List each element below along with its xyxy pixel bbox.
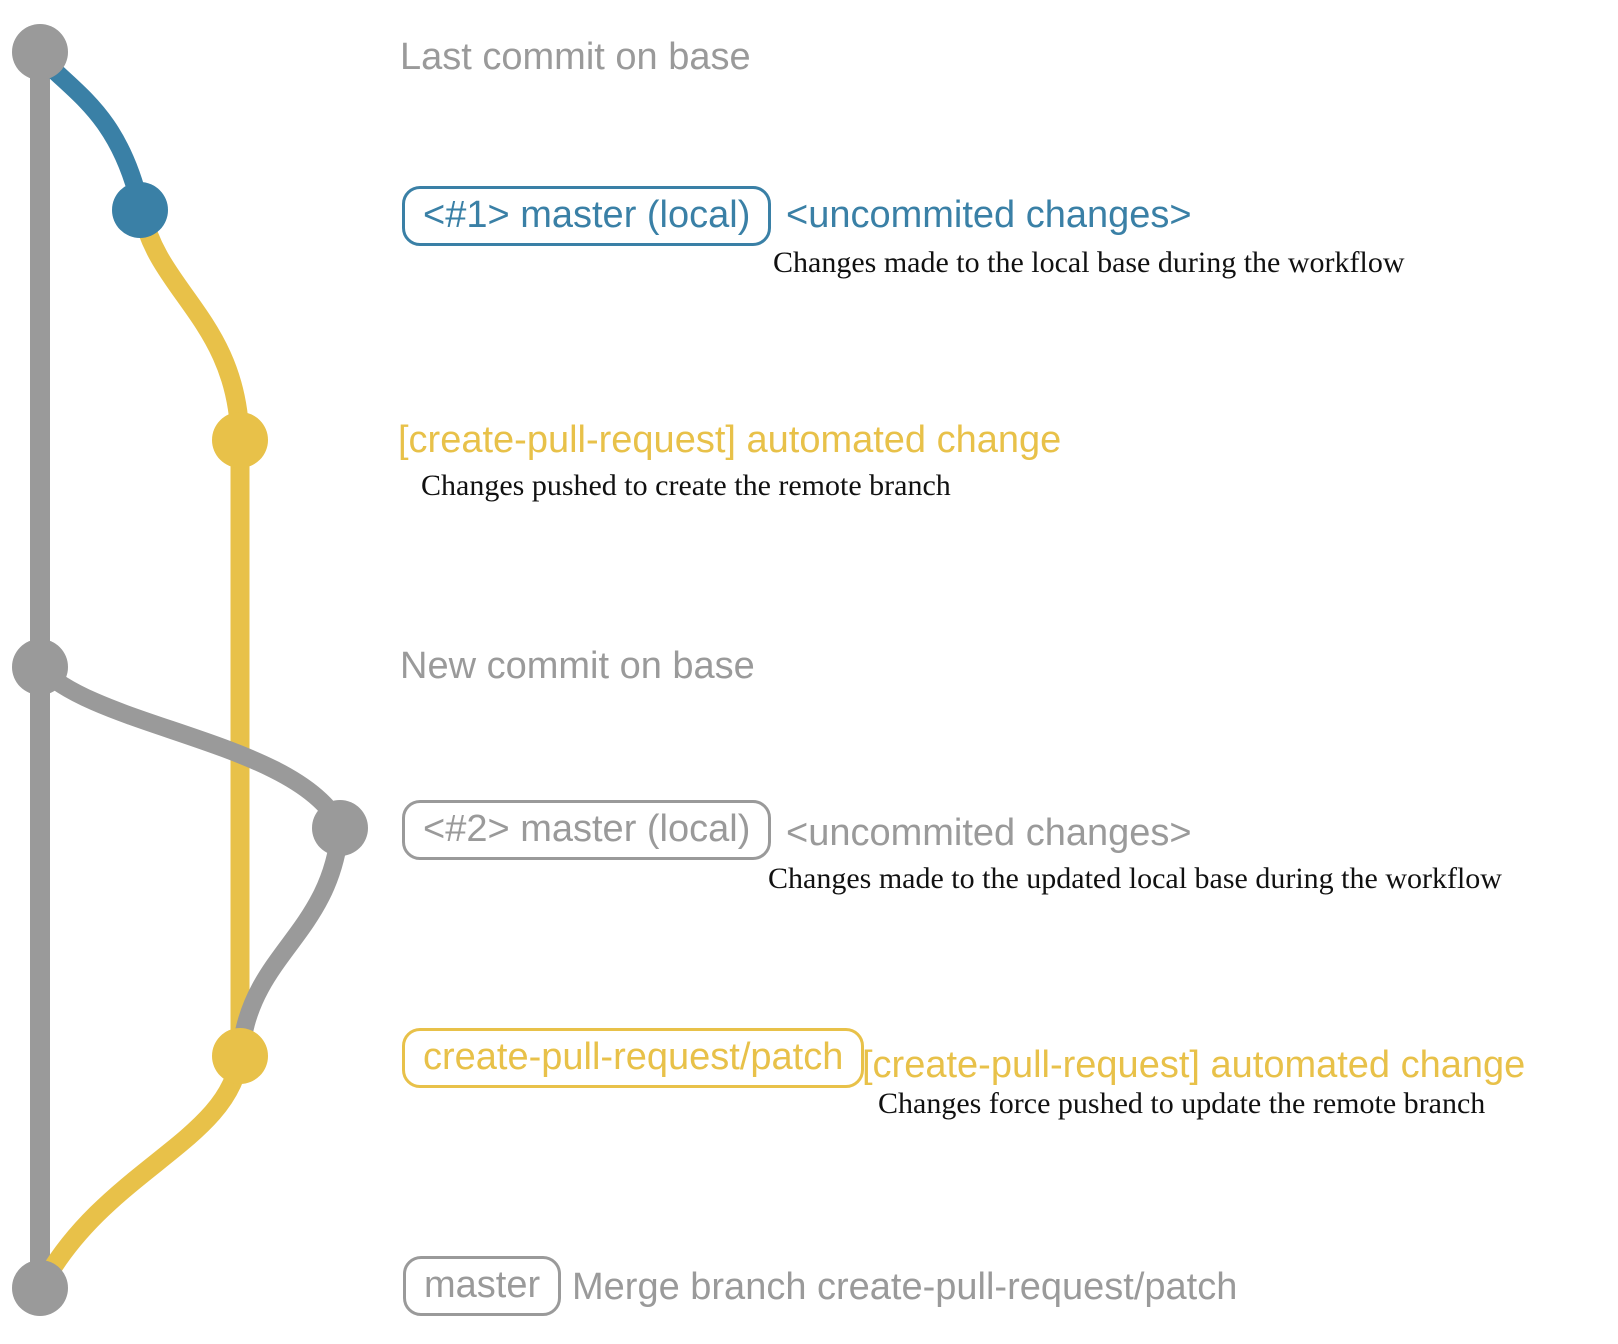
merge-commit-message: Merge branch create-pull-request/patch <box>572 1266 1238 1308</box>
last-commit-label: Last commit on base <box>400 36 751 78</box>
branch-pill-master-local-2: <#2> master (local) <box>402 800 772 860</box>
branch-pill-master: master <box>403 1256 562 1316</box>
description-push-1: Changes pushed to create the remote bran… <box>421 469 951 502</box>
commit-message-automated-change-2: [create-pull-request] automated change <box>862 1044 1526 1086</box>
commit-node-automated-change <box>212 412 268 468</box>
branch-pill-master-local-2-label: <#2> master (local) <box>423 808 751 851</box>
branch-pill-patch: create-pull-request/patch <box>402 1028 865 1088</box>
branch-pill-master-local-1-label: <#1> master (local) <box>423 194 751 237</box>
commit-node-uncommited-2 <box>312 800 368 856</box>
description-uncommited-1: Changes made to the local base during th… <box>773 246 1405 279</box>
commit-node-uncommited-1 <box>112 182 168 238</box>
commit-node-force-push <box>212 1028 268 1084</box>
branch-pill-master-local-1: <#1> master (local) <box>402 186 772 246</box>
branch-pill-master-label: master <box>424 1264 541 1307</box>
updated-local-branch-curve-out <box>31 658 349 835</box>
commit-graph <box>12 24 368 1316</box>
commit-message-automated-change-1: [create-pull-request] automated change <box>398 419 1062 461</box>
commit-node-last-base <box>12 24 68 80</box>
new-commit-label: New commit on base <box>400 645 755 687</box>
description-uncommited-2: Changes made to the updated local base d… <box>768 862 1502 895</box>
local-master-branch-curve <box>31 47 149 214</box>
uncommited-changes-2-label: <uncommited changes> <box>786 812 1192 854</box>
updated-local-branch-curve-in <box>233 821 349 1051</box>
commit-node-merge <box>12 1260 68 1316</box>
commit-node-new-base <box>12 639 68 695</box>
uncommited-changes-1-label: <uncommited changes> <box>786 194 1192 236</box>
branch-pill-patch-label: create-pull-request/patch <box>423 1036 844 1079</box>
description-push-2: Changes force pushed to update the remot… <box>878 1087 1486 1120</box>
